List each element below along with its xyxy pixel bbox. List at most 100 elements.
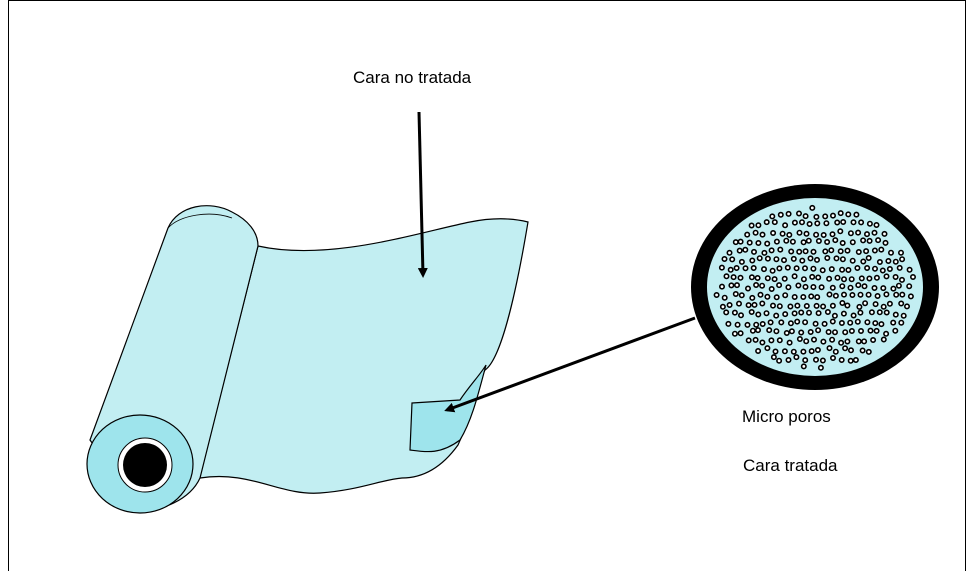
- pore: [860, 276, 864, 280]
- pore: [831, 286, 835, 290]
- pore: [789, 249, 793, 253]
- pore: [868, 328, 872, 332]
- pore: [886, 259, 890, 263]
- pore: [815, 295, 819, 299]
- pore: [830, 338, 834, 342]
- pore: [727, 303, 731, 307]
- pore: [754, 283, 758, 287]
- pore: [822, 322, 826, 326]
- pore: [769, 338, 773, 342]
- pore: [807, 311, 811, 315]
- pore: [881, 286, 885, 290]
- pore: [773, 220, 777, 224]
- pore: [782, 258, 786, 262]
- pore: [843, 346, 847, 350]
- pore: [745, 232, 749, 236]
- pore: [819, 366, 823, 370]
- pore: [748, 240, 752, 244]
- pore: [809, 294, 813, 298]
- pore: [778, 304, 782, 308]
- pore: [851, 220, 855, 224]
- pore: [816, 328, 820, 332]
- pore: [787, 340, 791, 344]
- pore: [788, 304, 792, 308]
- pore: [858, 293, 862, 297]
- pore: [786, 285, 790, 289]
- pore: [859, 329, 863, 333]
- pore: [804, 339, 808, 343]
- pore: [831, 319, 835, 323]
- pore: [811, 285, 815, 289]
- pore: [909, 294, 913, 298]
- pore: [734, 266, 738, 270]
- pore: [894, 260, 898, 264]
- pore: [765, 220, 769, 224]
- pore: [817, 239, 821, 243]
- pore: [850, 277, 854, 281]
- pore: [846, 268, 850, 272]
- pore: [760, 340, 764, 344]
- pore: [735, 323, 739, 327]
- pore: [794, 266, 798, 270]
- pore: [803, 320, 807, 324]
- pore: [795, 319, 799, 323]
- pore: [816, 275, 820, 279]
- pore: [858, 310, 862, 314]
- pore: [714, 293, 718, 297]
- pore: [879, 322, 883, 326]
- pore: [845, 303, 849, 307]
- pore: [756, 241, 760, 245]
- pore: [905, 304, 909, 308]
- pore: [807, 239, 811, 243]
- pore: [878, 310, 882, 314]
- pore: [778, 247, 782, 251]
- pore: [733, 332, 737, 336]
- pore: [827, 292, 831, 296]
- pore: [812, 337, 816, 341]
- pore: [875, 294, 879, 298]
- pore: [777, 266, 781, 270]
- pore: [774, 313, 778, 317]
- pore: [872, 286, 876, 290]
- pore: [841, 220, 845, 224]
- pore: [771, 303, 775, 307]
- pore: [841, 241, 845, 245]
- pore: [775, 239, 779, 243]
- pore: [851, 313, 855, 317]
- pore: [833, 314, 837, 318]
- pore: [810, 275, 814, 279]
- pore: [730, 257, 734, 261]
- pore: [839, 341, 843, 345]
- pore: [851, 240, 855, 244]
- pore: [770, 287, 774, 291]
- label-treated-side: Cara tratada: [743, 456, 838, 476]
- roll-core: [123, 443, 167, 487]
- pore: [769, 248, 773, 252]
- pore: [720, 284, 724, 288]
- pore: [793, 220, 797, 224]
- pore: [750, 296, 754, 300]
- pore: [888, 267, 892, 271]
- pore: [840, 358, 844, 362]
- pore: [811, 267, 815, 271]
- pore: [834, 256, 838, 260]
- pore: [807, 222, 811, 226]
- pore: [891, 286, 895, 290]
- pore: [815, 258, 819, 262]
- pore: [792, 350, 796, 354]
- pore: [855, 266, 859, 270]
- pore: [752, 303, 756, 307]
- pore: [804, 232, 808, 236]
- pore: [854, 212, 858, 216]
- pore: [801, 349, 805, 353]
- pore: [829, 248, 833, 252]
- pore: [768, 320, 772, 324]
- pore: [795, 303, 799, 307]
- pore: [884, 332, 888, 336]
- pore: [784, 239, 788, 243]
- pore: [783, 293, 787, 297]
- pore: [881, 268, 885, 272]
- pore: [802, 364, 806, 368]
